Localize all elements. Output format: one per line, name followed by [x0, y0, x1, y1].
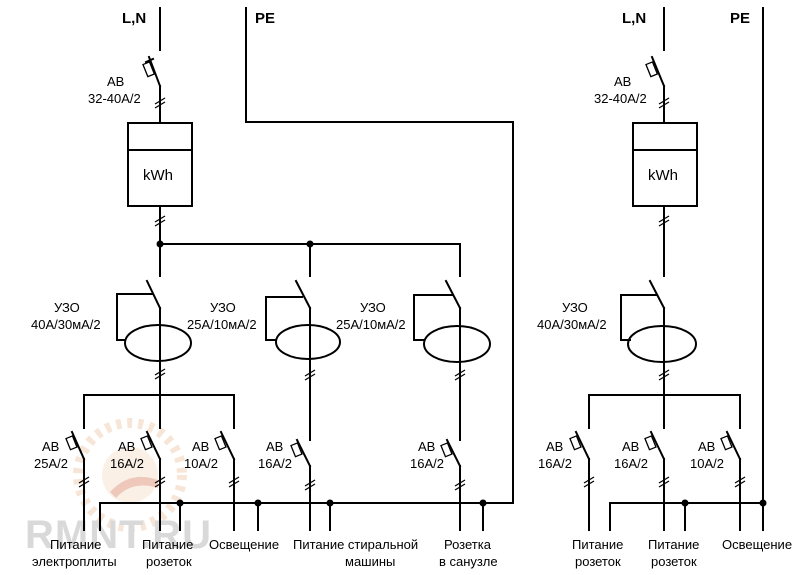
- energy-meter-right: [632, 122, 698, 207]
- load-1-label-2: электроплиты: [32, 554, 117, 569]
- rcd-1-symbol: [116, 279, 192, 396]
- left-panel: L,N PE АВ 32-40А/2 kWh: [31, 7, 514, 569]
- right-panel: L,N PE АВ 32-40А/2 kWh УЗО 40А/30мА/2: [537, 7, 792, 569]
- breaker-3-symbol: [214, 430, 240, 531]
- breaker-5-symbol: [440, 438, 466, 531]
- rcd-3-label-1: УЗО: [360, 300, 386, 315]
- rcd-2-label-2: 25А/10мА/2: [187, 317, 257, 332]
- rcd-1-label-2: 40А/30мА/2: [31, 317, 101, 332]
- breaker-4-label-2: 16А/2: [258, 456, 292, 471]
- breaker-right-3-symbol: [720, 430, 746, 531]
- load-2-label-1: Питание: [142, 537, 193, 552]
- breaker-right-3-label-1: АВ: [698, 439, 715, 454]
- breaker-1-label-2: 25А/2: [34, 456, 68, 471]
- meter-label: kWh: [143, 167, 173, 184]
- breaker-5-label-2: 16А/2: [410, 456, 444, 471]
- load-right-2-label-1: Питание: [648, 537, 699, 552]
- rcd-right-label-1: УЗО: [562, 300, 588, 315]
- breaker-right-1-symbol: [569, 430, 595, 531]
- pe-bus-label: PE: [255, 10, 275, 27]
- breaker-2-label-2: 16А/2: [110, 456, 144, 471]
- ln-bus-label-right: L,N: [622, 10, 646, 27]
- load-right-2-label-2: розеток: [651, 554, 697, 569]
- rcd-3-label-2: 25А/10мА/2: [336, 317, 406, 332]
- breaker-right-1-label-1: АВ: [546, 439, 563, 454]
- pe-bus-label-right: PE: [730, 10, 750, 27]
- main-breaker-right-label-1: АВ: [614, 74, 631, 89]
- breaker-1-symbol: [65, 430, 90, 531]
- main-breaker-label-1: АВ: [107, 74, 124, 89]
- breaker-right-2-symbol: [644, 430, 670, 531]
- main-breaker-symbol: [142, 55, 166, 123]
- breaker-4-label-1: АВ: [266, 439, 283, 454]
- load-right-3-label-1: Освещение: [722, 537, 792, 552]
- main-breaker-right-label-2: 32-40А/2: [594, 91, 647, 106]
- load-3-label-1: Освещение: [209, 537, 279, 552]
- rcd-right-label-2: 40А/30мА/2: [537, 317, 607, 332]
- load-right-1-label-2: розеток: [575, 554, 621, 569]
- breaker-right-2-label-2: 16А/2: [614, 456, 648, 471]
- meter-label-right: kWh: [648, 167, 678, 184]
- load-4-label-2: машины: [345, 554, 395, 569]
- breaker-1-label-1: АВ: [42, 439, 59, 454]
- breaker-right-2-label-1: АВ: [622, 439, 639, 454]
- main-breaker-label-2: 32-40А/2: [88, 91, 141, 106]
- rcd-2-label-1: УЗО: [210, 300, 236, 315]
- breaker-5-label-1: АВ: [418, 439, 435, 454]
- breaker-2-symbol: [140, 430, 166, 531]
- main-breaker-symbol-right: [645, 55, 670, 123]
- breaker-4-symbol: [290, 438, 316, 531]
- load-2-label-2: розеток: [146, 554, 192, 569]
- breaker-3-label-1: АВ: [192, 439, 209, 454]
- rcd-3-symbol: [413, 279, 491, 441]
- load-4-label-1: Питание стиральной: [293, 537, 418, 552]
- rcd-2-symbol: [265, 279, 341, 441]
- energy-meter: [127, 122, 193, 207]
- breaker-right-3-label-2: 10А/2: [690, 456, 724, 471]
- load-right-1-label-1: Питание: [572, 537, 623, 552]
- breaker-2-label-1: АВ: [118, 439, 135, 454]
- load-5-label-1: Розетка: [444, 537, 492, 552]
- breaker-right-1-label-2: 16А/2: [538, 456, 572, 471]
- load-5-label-2: в санузле: [439, 554, 498, 569]
- breaker-3-label-2: 10А/2: [184, 456, 218, 471]
- rcd-1-label-1: УЗО: [54, 300, 80, 315]
- load-1-label-1: Питание: [50, 537, 101, 552]
- ln-bus-label: L,N: [122, 10, 146, 27]
- rcd-right-symbol: [620, 279, 697, 396]
